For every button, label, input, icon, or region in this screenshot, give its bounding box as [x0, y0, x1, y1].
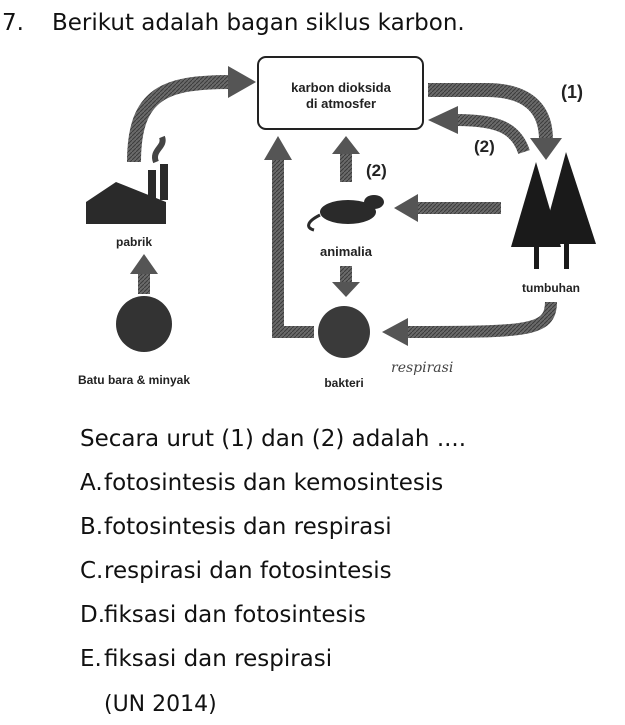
rat-icon [307, 195, 384, 232]
option-text: fiksasi dan fotosintesis [104, 602, 366, 628]
option-text: fiksasi dan respirasi [104, 646, 333, 672]
factory-icon [86, 135, 168, 224]
tree-icon [511, 152, 596, 269]
handwritten-note: respirasi [391, 360, 453, 376]
option-text: fotosintesis dan respirasi [104, 514, 392, 540]
plant-to-bacteria-arrow [405, 301, 557, 338]
option-text: fotosintesis dan kemosintesis [104, 470, 444, 496]
coal-to-factory-arrow [138, 272, 150, 294]
option-b[interactable]: B. fotosintesis dan respirasi [80, 514, 580, 558]
coal-label: Batu bara & minyak [78, 373, 190, 387]
option-letter: E. [80, 646, 102, 672]
option-letter: D. [80, 602, 106, 628]
marker-1: (1) [561, 82, 583, 102]
option-letter: B. [80, 514, 104, 540]
coal-icon [116, 296, 172, 352]
atmosphere-box [257, 56, 424, 130]
animal-label: animalia [320, 244, 373, 259]
question-number: 7. [2, 10, 24, 36]
carbon-cycle-diagram: karbon dioksida di atmosfer (1) (2) tumb… [78, 56, 596, 390]
arrow-2-arrowhead [428, 106, 458, 134]
option-text: respirasi dan fotosintesis [104, 558, 392, 584]
option-letter: A. [80, 470, 103, 496]
option-a[interactable]: A. fotosintesis dan kemosintesis [80, 470, 580, 514]
question-prompt: Secara urut (1) dan (2) adalah .... [80, 426, 467, 452]
arrow-1-atmosphere-to-plant [428, 83, 553, 141]
arrow-2-plant-to-atmosphere [455, 114, 530, 155]
factory-label: pabrik [116, 235, 152, 249]
coal-to-factory-arrowhead [130, 254, 158, 274]
factory-to-atmosphere-arrowhead [228, 66, 256, 98]
question-text: Berikut adalah bagan siklus karbon. [52, 10, 465, 36]
atmosphere-label-line1: karbon dioksida [291, 80, 391, 95]
plant-to-animal-arrowhead [394, 194, 418, 222]
arrow-1-arrowhead [530, 138, 562, 160]
bacteria-to-atmosphere-arrow [272, 157, 314, 338]
bacteria-to-atmosphere-arrowhead [264, 136, 292, 160]
question-header: 7. Berikut adalah bagan siklus karbon. [0, 6, 625, 42]
option-e[interactable]: E. fiksasi dan respirasi [80, 646, 580, 690]
source-citation: (UN 2014) [104, 692, 217, 717]
answer-options: A. fotosintesis dan kemosintesis B. foto… [80, 470, 580, 690]
bacteria-icon [318, 306, 370, 358]
plant-label: tumbuhan [522, 281, 580, 295]
bacteria-label: bakteri [324, 376, 363, 390]
animal-to-bacteria-arrow [340, 266, 352, 284]
marker-2-right: (2) [474, 137, 495, 156]
marker-2-center: (2) [366, 161, 387, 180]
option-c[interactable]: C. respirasi dan fotosintesis [80, 558, 580, 602]
option-letter: C. [80, 558, 104, 584]
factory-to-atmosphere-arrow [127, 75, 232, 163]
plant-to-bacteria-arrowhead [382, 318, 408, 346]
option-d[interactable]: D. fiksasi dan fotosintesis [80, 602, 580, 646]
plant-to-animal-arrow [416, 202, 501, 214]
animal-to-bacteria-arrowhead [332, 282, 360, 297]
animal-to-atmosphere-arrowhead [332, 136, 360, 154]
atmosphere-label-line2: di atmosfer [306, 96, 376, 111]
animal-to-atmosphere-arrow [340, 152, 352, 182]
